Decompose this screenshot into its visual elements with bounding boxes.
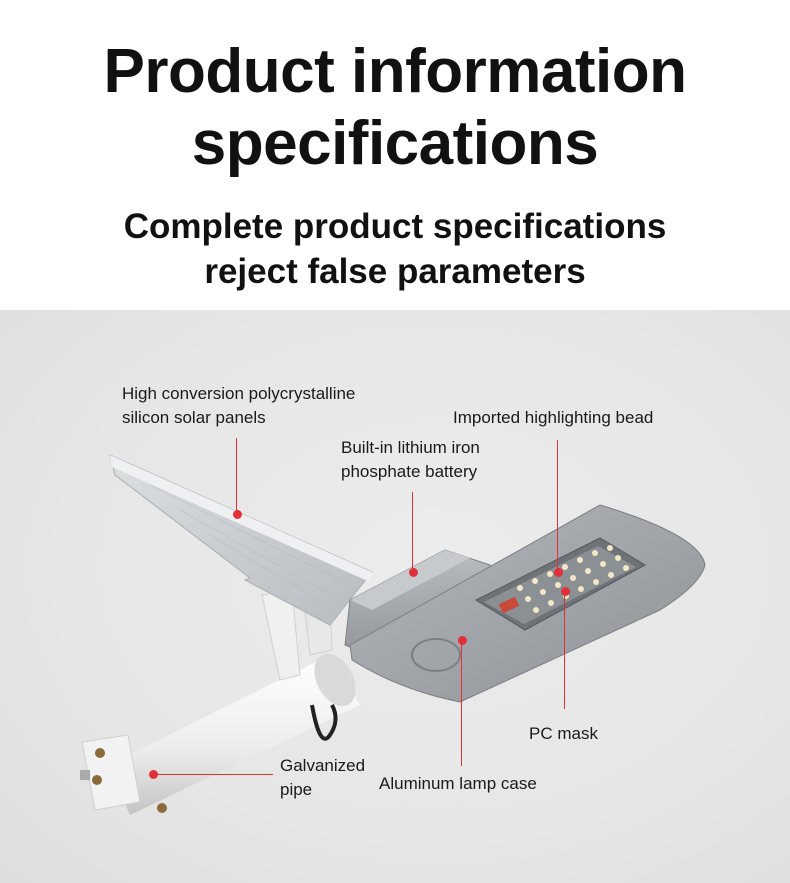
page-title: Product information specifications	[0, 36, 790, 180]
callout-lamp-case: Aluminum lamp case	[379, 772, 537, 796]
galvanized-pipe	[80, 653, 360, 815]
callout-pc-mask: PC mask	[529, 722, 598, 746]
callout-pipe-line-1: Galvanized	[280, 756, 366, 775]
marker-dot-lamp-case	[458, 636, 467, 645]
marker-dot-battery	[409, 568, 418, 577]
callout-bead-line-1: Imported highlighting bead	[453, 408, 654, 427]
callout-pipe-line-2: pipe	[280, 780, 313, 799]
leader-line-battery	[412, 492, 413, 572]
callout-lamp-case-line-1: Aluminum lamp case	[379, 774, 537, 793]
callout-battery: Built-in lithium iron phosphate battery	[341, 436, 480, 484]
marker-dot-pc-mask	[561, 587, 570, 596]
leader-line-pipe	[153, 774, 273, 775]
page-subtitle: Complete product specifications reject f…	[0, 204, 790, 294]
callout-battery-line-1: Built-in lithium iron	[341, 438, 480, 457]
led-beads	[517, 545, 629, 613]
leader-line-pc-mask	[564, 591, 565, 709]
bolt-icon	[157, 803, 167, 813]
title-line-2: specifications	[191, 109, 599, 178]
product-stage: High conversion polycrystalline silicon …	[0, 310, 790, 883]
leader-line-lamp-case	[461, 640, 462, 766]
callout-pc-mask-line-1: PC mask	[529, 724, 598, 743]
marker-dot-solar-panel	[233, 510, 242, 519]
callout-solar-panel: High conversion polycrystalline silicon …	[122, 382, 355, 430]
callout-bead: Imported highlighting bead	[453, 406, 653, 430]
leader-line-solar-panel	[236, 438, 237, 514]
subtitle-line-2: reject false parameters	[204, 252, 586, 291]
leader-line-bead	[557, 440, 558, 572]
street-light-illustration	[80, 454, 706, 815]
subtitle-line-1: Complete product specifications	[123, 207, 667, 246]
bolt-icon	[92, 775, 102, 785]
title-line-1: Product information	[103, 37, 687, 106]
callout-solar-panel-line-2: silicon solar panels	[122, 408, 266, 427]
bolt-icon	[95, 748, 105, 758]
callout-pipe: Galvanized pipe	[280, 754, 365, 802]
header: Product information specifications Compl…	[0, 0, 790, 310]
callout-battery-line-2: phosphate battery	[341, 462, 478, 481]
lamp-head	[349, 504, 706, 703]
marker-dot-bead	[554, 568, 563, 577]
solar-panel	[109, 454, 373, 626]
callout-solar-panel-line-1: High conversion polycrystalline	[122, 384, 356, 403]
